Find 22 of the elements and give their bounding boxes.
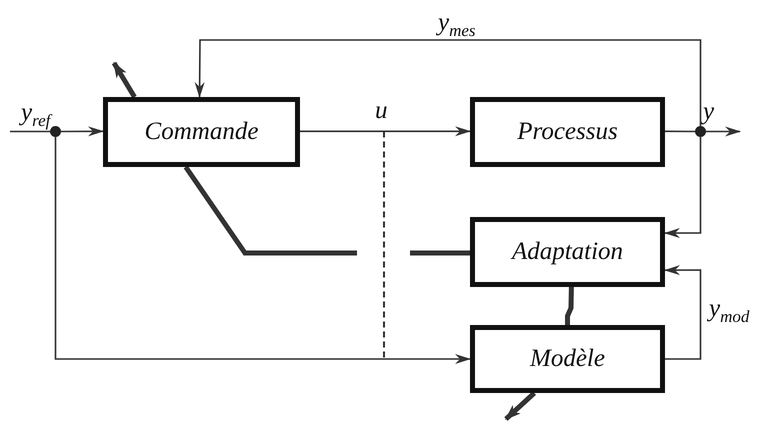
block-box bbox=[470, 325, 665, 393]
block-box bbox=[470, 97, 665, 167]
connector-line bbox=[565, 286, 574, 325]
connector-line bbox=[665, 130, 695, 132]
block-box bbox=[103, 97, 300, 167]
block-label: Commande bbox=[144, 118, 258, 146]
arrow bbox=[300, 126, 471, 136]
arrow bbox=[664, 265, 702, 360]
connector-line bbox=[184, 166, 470, 256]
arrow bbox=[61, 126, 104, 136]
block-box bbox=[470, 217, 665, 287]
arrow bbox=[504, 391, 536, 421]
block-label: Modèle bbox=[530, 345, 605, 373]
arrow bbox=[54, 137, 471, 364]
junction-dot bbox=[695, 126, 706, 137]
block-label: Adaptation bbox=[512, 238, 624, 266]
block-label: Processus bbox=[517, 118, 618, 146]
connector-line bbox=[10, 130, 50, 132]
arrow bbox=[664, 137, 702, 238]
arrow bbox=[112, 62, 137, 98]
arrow bbox=[194, 39, 702, 126]
arrow bbox=[706, 126, 741, 136]
